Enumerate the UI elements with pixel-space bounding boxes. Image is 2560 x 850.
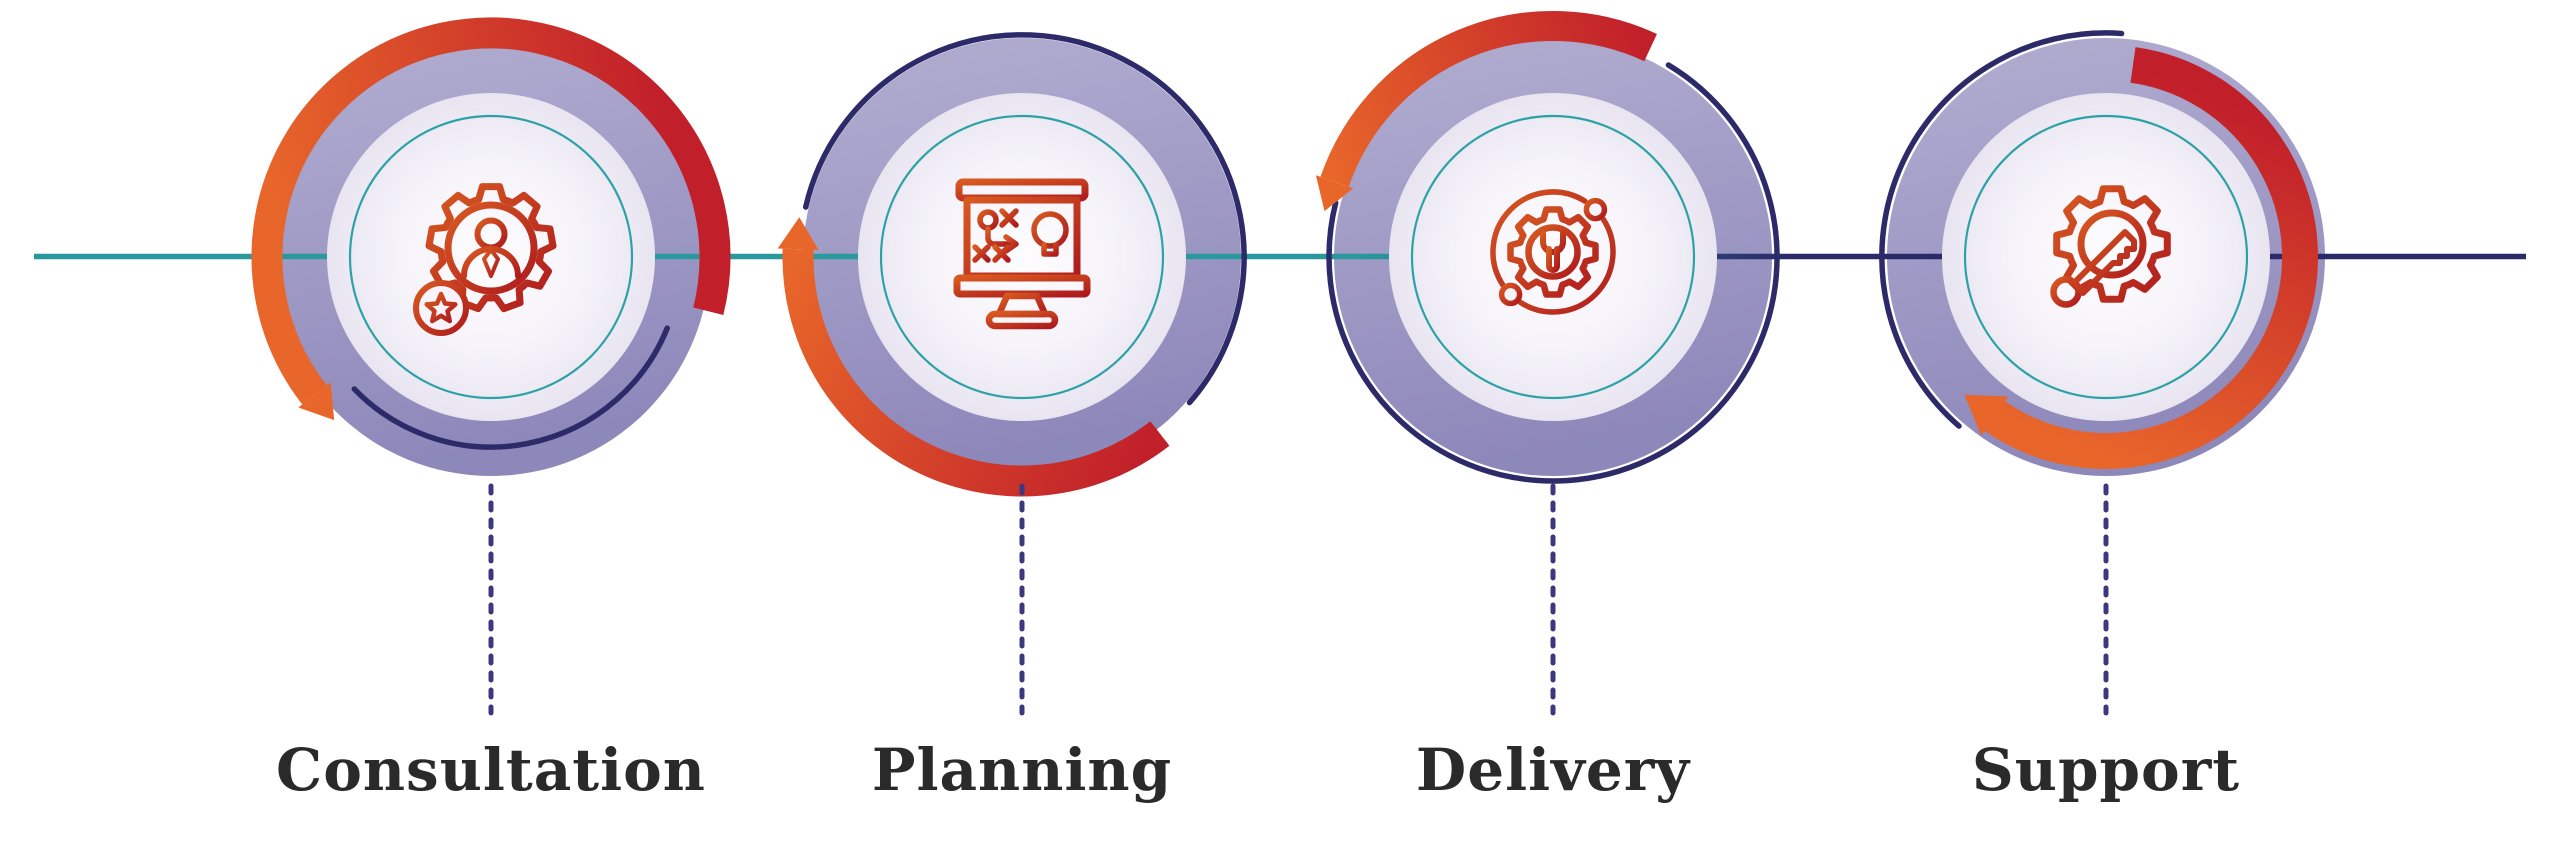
progress-arc-arrowhead-icon (1964, 394, 2009, 436)
inner-teal-circle (1410, 114, 1696, 400)
progress-arc (782, 248, 1170, 497)
inner-teal-circle (879, 114, 1165, 400)
step-inner-circle (858, 93, 1186, 421)
orbit-arc (1326, 62, 1780, 484)
orbit-arc (351, 325, 670, 450)
progress-arc-arrowhead-icon (1315, 175, 1354, 212)
step-label-planning: Planning (871, 736, 1173, 804)
step-inner-circle (327, 93, 655, 421)
progress-arc (1984, 47, 2319, 469)
step-label-support: Support (1971, 736, 2241, 804)
step-inner-circle (1942, 93, 2270, 421)
progress-arc (1320, 10, 1657, 187)
monitor-strategy-icon (953, 178, 1091, 330)
orbit-arc (1879, 30, 2125, 429)
orbit-arc (802, 32, 1247, 406)
step-label-delivery: Delivery (1415, 736, 1691, 804)
step-label-consultation: Consultation (276, 736, 706, 804)
step-inner-circle (1389, 93, 1717, 421)
gear-key-icon (2050, 185, 2171, 308)
progress-arc-arrowhead-icon (777, 217, 819, 250)
progress-arc (251, 17, 731, 405)
inner-teal-circle (348, 114, 634, 400)
gear-person-star-icon (413, 183, 557, 336)
gear-wrench-orbit-icon (1490, 189, 1616, 315)
progress-arc-arrowhead-icon (298, 382, 335, 421)
inner-teal-circle (1963, 114, 2249, 400)
